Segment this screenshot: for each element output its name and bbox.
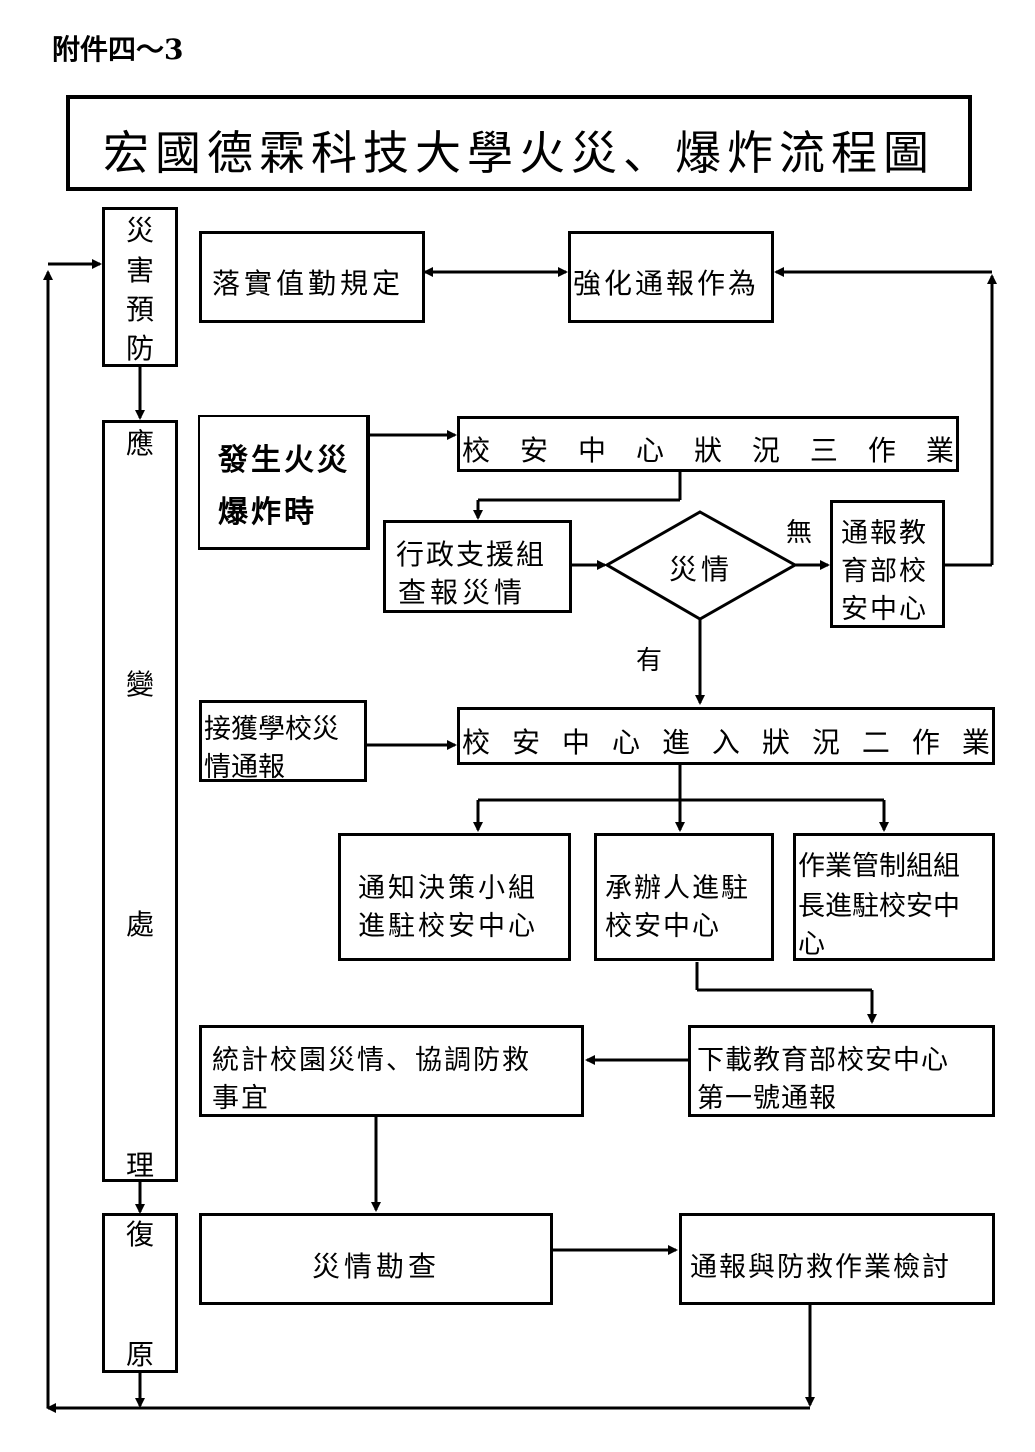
no-label: 無 <box>786 518 813 548</box>
level3-char: 安 <box>519 434 548 467</box>
level2-char: 況 <box>811 726 840 759</box>
level2-char: 狀 <box>761 726 790 759</box>
yes-label: 有 <box>636 646 663 676</box>
decision-label: 災情 <box>669 553 734 586</box>
phase-response-char: 變 <box>125 668 154 701</box>
box-center-level2: 校 安 中 心 進 入 狀 況 二 作 業 <box>457 707 995 765</box>
box-admin-support-line2: 查報災情 <box>398 576 527 609</box>
attachment-label: 附件四～3 <box>52 33 184 66</box>
box-handler-line2: 校安中心 <box>605 911 721 942</box>
level2-char: 入 <box>711 726 740 759</box>
level2-char: 業 <box>961 726 990 759</box>
title-box: 宏國德霖科技大學火災、爆炸流程圖 <box>66 95 972 191</box>
level3-char: 作 <box>867 434 896 467</box>
box-fire-occurs-line1: 發生火災 <box>218 443 350 478</box>
box-duty-rules: 落實值勤規定 <box>199 231 425 323</box>
level3-char: 狀 <box>693 434 722 467</box>
phase-prevention-char: 預 <box>125 293 154 326</box>
box-center-level3-text: 校 安 中 心 狀 況 三 作 業 <box>462 429 954 469</box>
box-notify-moe-line3: 安中心 <box>841 594 928 625</box>
box-center-level3: 校 安 中 心 狀 況 三 作 業 <box>457 416 959 472</box>
phase-response-char: 應 <box>125 427 154 460</box>
box-decision-team-line1: 通知決策小組 <box>358 873 538 904</box>
level3-char: 中 <box>577 434 606 467</box>
box-statistics: 統計校園災情、協調防救 事宜 <box>199 1025 584 1117</box>
box-download-line2: 第一號通報 <box>697 1083 837 1114</box>
decision-diamond <box>603 510 799 621</box>
box-statistics-line1: 統計校園災情、協調防救 <box>212 1045 531 1076</box>
box-decision-team: 通知決策小組 進駐校安中心 <box>338 833 571 961</box>
phase-recovery: 復 原 <box>102 1213 178 1373</box>
box-strengthen-reporting: 強化通報作為 <box>568 231 774 323</box>
box-admin-support-line1: 行政支援組 <box>396 538 547 571</box>
box-duty-rules-label: 落實值勤規定 <box>212 267 405 300</box>
phase-prevention: 災 害 預 防 <box>102 207 178 367</box>
box-review: 通報與防救作業檢討 <box>679 1213 995 1305</box>
phase-prevention-char: 災 <box>125 214 154 247</box>
box-fire-occurs-line2: 爆炸時 <box>218 495 317 530</box>
box-ops-leader-line2: 長進駐校安中 <box>798 891 960 922</box>
box-fire-occurs: 發生火災 爆炸時 <box>198 415 370 550</box>
box-notify-moe-line1: 通報教 <box>841 518 928 549</box>
level2-char: 二 <box>861 726 890 759</box>
level2-char: 中 <box>561 726 590 759</box>
level3-char: 業 <box>925 434 954 467</box>
box-ops-leader-line1: 作業管制組組 <box>798 851 960 882</box>
phase-recovery-char: 原 <box>125 1338 154 1371</box>
level3-char: 校 <box>462 434 491 467</box>
level2-char: 進 <box>661 726 690 759</box>
level2-char: 心 <box>611 726 640 759</box>
box-notify-moe-line2: 育部校 <box>841 556 928 587</box>
box-handler-line1: 承辦人進駐 <box>605 873 750 904</box>
box-review-label: 通報與防救作業檢討 <box>690 1252 951 1283</box>
box-decision-team-line2: 進駐校安中心 <box>358 911 538 942</box>
box-ops-leader: 作業管制組組 長進駐校安中 心 <box>793 833 995 961</box>
box-download-report: 下載教育部校安中心 第一號通報 <box>688 1025 995 1117</box>
box-notify-moe: 通報教 育部校 安中心 <box>830 500 945 628</box>
box-download-line1: 下載教育部校安中心 <box>697 1045 949 1076</box>
box-survey: 災情勘查 <box>199 1213 553 1305</box>
box-strengthen-reporting-label: 強化通報作為 <box>573 267 760 300</box>
box-ops-leader-line3: 心 <box>798 929 825 960</box>
box-statistics-line2: 事宜 <box>212 1083 270 1114</box>
box-handler: 承辦人進駐 校安中心 <box>594 833 774 961</box>
phase-recovery-char: 復 <box>125 1218 154 1251</box>
level2-char: 校 <box>462 726 491 759</box>
phase-prevention-char: 害 <box>125 254 154 287</box>
phase-response: 應 變 處 理 <box>102 420 178 1182</box>
page-title: 宏國德霖科技大學火災、爆炸流程圖 <box>103 126 935 180</box>
level3-char: 心 <box>635 434 664 467</box>
level2-char: 作 <box>911 726 940 759</box>
box-receive-report-line1: 接獲學校災 <box>204 714 339 745</box>
box-center-level2-text: 校 安 中 心 進 入 狀 況 二 作 業 <box>462 721 990 761</box>
level3-char: 三 <box>809 434 838 467</box>
box-admin-support: 行政支援組 查報災情 <box>383 520 572 613</box>
box-receive-report: 接獲學校災 情通報 <box>199 700 367 783</box>
level2-char: 安 <box>511 726 540 759</box>
box-receive-report-line2: 情通報 <box>204 752 285 783</box>
phase-response-char: 理 <box>125 1149 154 1182</box>
box-survey-label: 災情勘查 <box>311 1250 440 1283</box>
phase-prevention-char: 防 <box>125 332 154 365</box>
phase-response-char: 處 <box>125 908 154 941</box>
level3-char: 況 <box>751 434 780 467</box>
